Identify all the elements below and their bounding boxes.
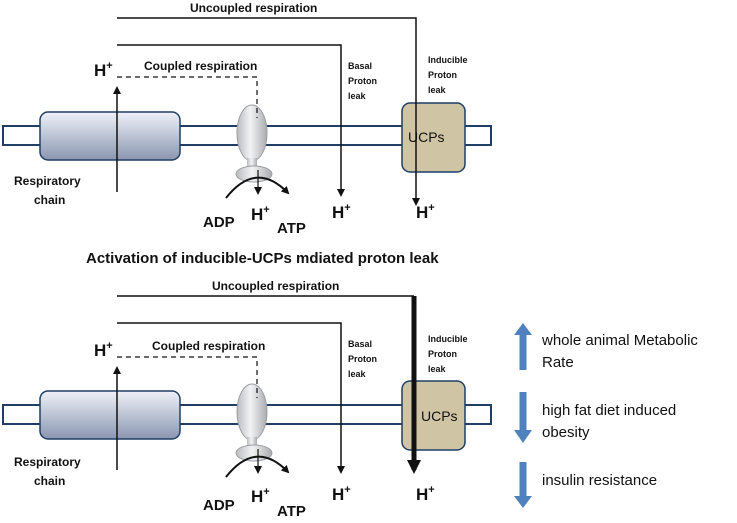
bottom-h-plus-up: H+ [94,340,113,360]
arrow-up-icon [514,323,532,370]
top-adp-label: ADP [203,214,235,231]
top-resp-label-2: chain [34,193,65,207]
bottom-h-plus-basal: H+ [332,484,351,504]
top-uncoupled-path [117,17,420,206]
bottom-basal-label-1: Basal [348,339,372,349]
bottom-h-plus-ucp: H+ [416,484,435,504]
effect-arrows [514,323,532,508]
bottom-uncoupled-label: Uncoupled respiration [212,279,339,293]
top-basal-path [117,44,345,197]
effect-metabolic-rate: whole animal Metabolic Rate [542,332,698,371]
bottom-basal-label-3: leak [348,369,367,379]
top-atp-synthase [235,104,273,183]
bottom-inducible-label-2: Proton [428,349,457,359]
bottom-inducible-label-1: Inducible [428,334,468,344]
bottom-basal-path [117,322,345,474]
bottom-coupled-path [117,356,258,398]
activation-heading: Activation of inducible-UCPs mdiated pro… [86,250,439,267]
top-coupled-path [117,76,258,118]
bottom-adp-label: ADP [203,497,235,514]
bottom-resp-label-2: chain [34,474,65,488]
bottom-panel: Uncoupled respiration Basal Proton leak … [2,279,492,520]
effect-insulin-resistance: insulin resistance [542,472,658,489]
bottom-h-plus-synthase: H+ [251,486,270,506]
top-panel: Uncoupled respiration Basal Proton leak … [2,1,492,237]
top-inducible-label-2: Proton [428,70,457,80]
bottom-atp-label: ATP [277,503,306,520]
arrow-down-icon [514,462,532,508]
top-h-plus-basal: H+ [332,202,351,222]
top-atp-label: ATP [277,220,306,237]
top-basal-label-2: Proton [348,76,377,86]
arrow-down-icon [514,392,532,443]
bottom-coupled-label: Coupled respiration [152,339,265,353]
top-uncoupled-label: Uncoupled respiration [190,1,317,15]
top-respiratory-chain [39,111,181,161]
bottom-respiratory-chain [39,390,181,440]
top-h-plus-synthase: H+ [251,204,270,224]
top-inducible-label-1: Inducible [428,55,468,65]
top-coupled-label: Coupled respiration [144,59,257,73]
bottom-resp-label-1: Respiratory [14,455,81,469]
top-ucp-box [401,102,466,173]
bottom-inducible-label-3: leak [428,364,447,374]
top-basal-label-3: leak [348,91,367,101]
top-h-plus-up: H+ [94,60,113,80]
top-inducible-label-3: leak [428,85,447,95]
effect-obesity: high fat diet induced obesity [542,402,677,441]
top-resp-label-1: Respiratory [14,174,81,188]
bottom-basal-label-2: Proton [348,354,377,364]
bottom-ucps-label: UCPs [421,408,458,424]
top-basal-label-1: Basal [348,61,372,71]
top-h-plus-ucp: H+ [416,202,435,222]
top-rotation-arrow [225,176,290,199]
top-ucps-label: UCPs [408,129,445,145]
bottom-ucp-box [401,380,466,451]
bottom-rotation-arrow [225,455,290,478]
